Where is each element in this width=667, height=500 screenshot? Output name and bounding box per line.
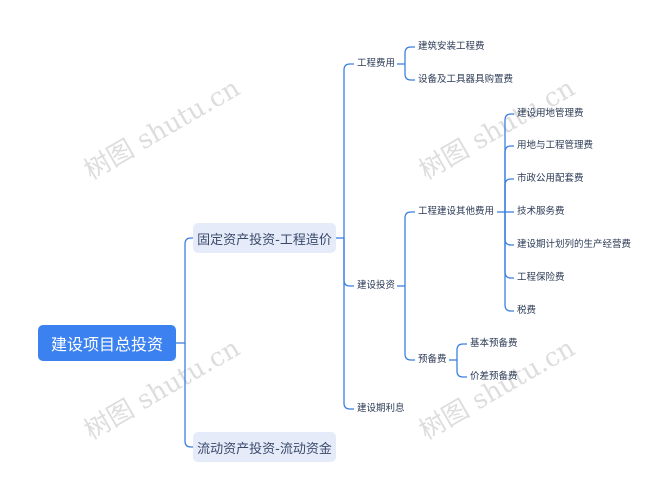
node-construction-investment[interactable]: 建设投资 [357,280,396,291]
node-other-construction-costs[interactable]: 工程建设其他费用 [418,206,495,217]
node-taxes-fees[interactable]: 税费 [517,305,537,316]
branch-fixed-asset-investment[interactable]: 固定资产投资-工程造价 [193,223,336,253]
node-contingency-fee[interactable]: 预备费 [418,354,447,365]
node-land-engineering-management-fee[interactable]: 用地与工程管理费 [517,140,594,151]
node-building-installation-fee[interactable]: 建筑安装工程费 [418,41,485,52]
branch-current-asset-investment[interactable]: 流动资产投资-流动资金 [193,432,336,462]
node-engineering-cost[interactable]: 工程费用 [357,58,396,69]
node-construction-interest[interactable]: 建设期利息 [357,403,405,414]
node-price-contingency[interactable]: 价差预备费 [470,371,518,382]
root-node[interactable]: 建设项目总投资 [38,325,176,361]
node-equipment-purchase-fee[interactable]: 设备及工具器具购置费 [418,74,514,85]
node-municipal-facilities-fee[interactable]: 市政公用配套费 [517,173,584,184]
node-land-management-fee[interactable]: 建设用地管理费 [517,108,584,119]
node-production-operation-fee[interactable]: 建设期计划列的生产经营费 [517,239,632,250]
node-technical-service-fee[interactable]: 技术服务费 [517,206,565,217]
node-engineering-insurance-fee[interactable]: 工程保险费 [517,272,565,283]
node-basic-contingency[interactable]: 基本预备费 [470,338,518,349]
